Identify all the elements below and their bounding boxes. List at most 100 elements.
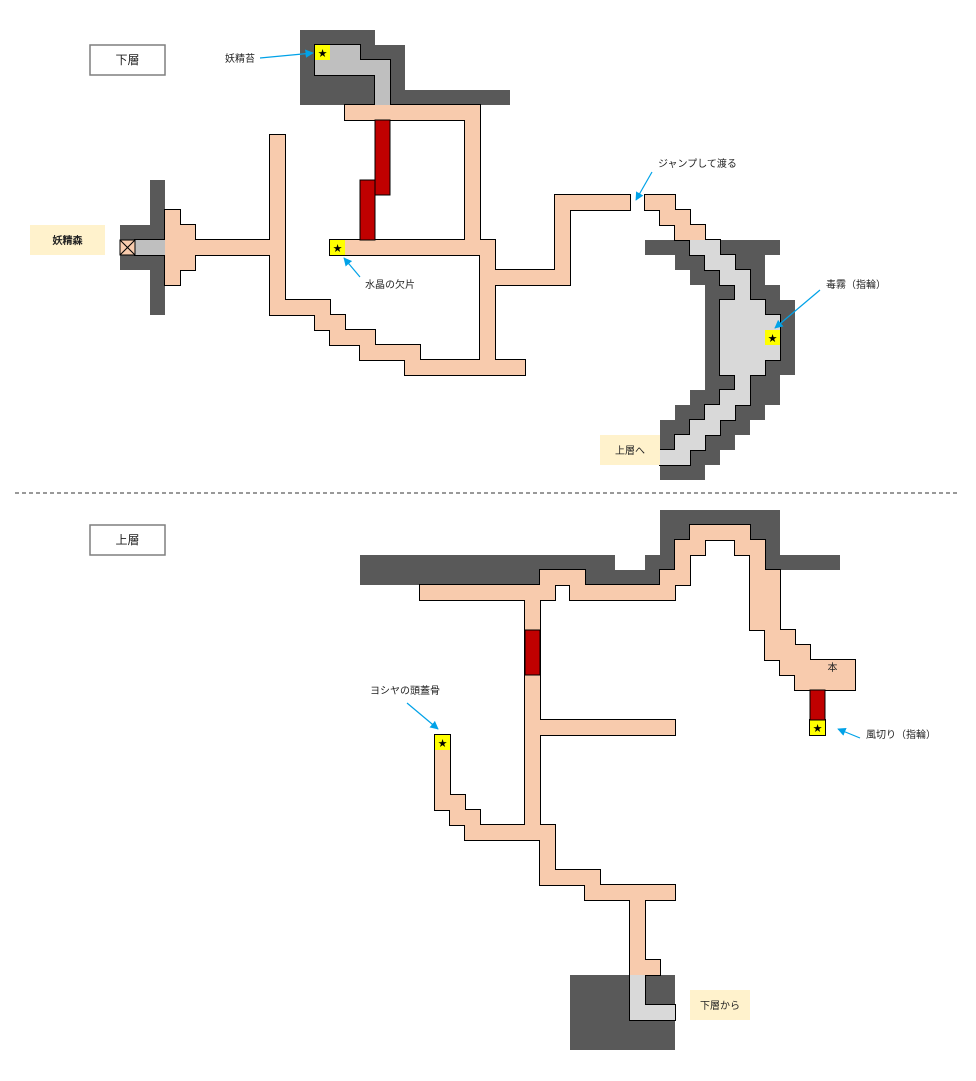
path-tile bbox=[555, 195, 630, 210]
path-tile bbox=[480, 240, 495, 375]
path-tile bbox=[315, 315, 345, 330]
path-tile bbox=[630, 900, 645, 975]
dark-floor-tile bbox=[690, 420, 720, 435]
path-tile bbox=[330, 240, 495, 255]
arrow-icon bbox=[635, 171, 653, 201]
path-tile bbox=[540, 570, 585, 585]
dark-floor-tile bbox=[735, 285, 750, 300]
path-tile bbox=[795, 675, 855, 690]
floor-label-lower: 下層 bbox=[89, 44, 166, 76]
annotation-jump-across: ジャンプして渡る bbox=[658, 157, 737, 170]
path-tile bbox=[750, 555, 765, 570]
path-tile bbox=[270, 135, 285, 315]
path-tile bbox=[465, 810, 480, 840]
star-icon: ★ bbox=[768, 332, 778, 345]
place-fairy-forest-text: 妖精森 bbox=[53, 234, 84, 247]
dark-floor-tile bbox=[720, 360, 765, 375]
arrow-icon bbox=[774, 289, 821, 329]
hazard-tile bbox=[374, 119, 391, 196]
dark-floor-tile bbox=[705, 255, 735, 270]
place-from-lower: 下層から bbox=[690, 990, 750, 1020]
place-from-lower-text: 下層から bbox=[700, 1000, 740, 1012]
path-tile bbox=[570, 585, 675, 600]
path-tile bbox=[780, 660, 855, 675]
path-tile bbox=[765, 630, 795, 645]
arrow-icon bbox=[837, 727, 861, 739]
path-tile bbox=[495, 270, 570, 285]
annotation-poison-mist-ring: 毒霧（指輪） bbox=[826, 278, 886, 291]
wall-block bbox=[780, 555, 840, 570]
place-to-upper-text: 上層へ bbox=[615, 445, 645, 457]
item-tile bbox=[810, 720, 825, 735]
path-tile bbox=[735, 540, 765, 555]
path-tile bbox=[585, 885, 675, 900]
path-tile bbox=[555, 195, 570, 285]
wall-block bbox=[615, 570, 645, 585]
annotation-arrows bbox=[259, 49, 861, 739]
path-tile bbox=[675, 225, 705, 240]
wall-block bbox=[765, 525, 780, 570]
dark-floor-tile bbox=[720, 345, 780, 360]
path-tile bbox=[330, 330, 375, 345]
path-tile bbox=[765, 645, 810, 660]
floor-layer bbox=[135, 45, 855, 1020]
dark-floor-tile bbox=[720, 390, 750, 405]
path-tile bbox=[195, 240, 270, 255]
path-tile bbox=[660, 570, 675, 585]
annotation-fairy-moss: 妖精苔 bbox=[225, 52, 255, 65]
item-tile bbox=[315, 45, 330, 60]
wall-block bbox=[645, 555, 660, 585]
annotation-crystal-shard: 水晶の欠片 bbox=[365, 278, 415, 291]
path-tile bbox=[660, 210, 690, 225]
dark-floor-tile bbox=[645, 1005, 675, 1020]
star-icon: ★ bbox=[438, 737, 448, 750]
path-tile bbox=[345, 105, 480, 120]
hazard-tile bbox=[359, 179, 376, 241]
floor-label-upper-text: 上層 bbox=[115, 533, 139, 547]
path-tile bbox=[420, 585, 555, 600]
path-tile bbox=[750, 570, 780, 630]
path-tile bbox=[450, 795, 465, 825]
path-tile bbox=[180, 225, 195, 270]
path-tile bbox=[690, 525, 750, 540]
dark-floor-tile bbox=[735, 375, 750, 390]
wall-block bbox=[405, 90, 510, 105]
path-tile bbox=[645, 195, 675, 210]
path-tile bbox=[165, 210, 180, 285]
dark-floor-tile bbox=[375, 75, 390, 105]
annotation-yoshiya-skull: ヨシヤの頭蓋骨 bbox=[370, 685, 440, 697]
dark-floor-tile bbox=[690, 240, 720, 255]
path-tile bbox=[435, 750, 450, 810]
arrow-icon bbox=[343, 257, 361, 278]
item-tile bbox=[435, 735, 450, 750]
annotation-wind-cut-ring: 風切り（指輪） bbox=[866, 728, 936, 741]
dark-floor-tile bbox=[360, 60, 390, 75]
place-fairy-forest: 妖精森 bbox=[30, 225, 105, 255]
dark-floor-tile bbox=[660, 450, 690, 465]
star-icon: ★ bbox=[333, 242, 343, 255]
dark-floor-tile bbox=[720, 315, 780, 330]
path-tile bbox=[405, 360, 525, 375]
item-tile bbox=[765, 330, 780, 345]
path-tile bbox=[540, 720, 675, 735]
star-icon: ★ bbox=[318, 47, 328, 60]
dark-floor-tile bbox=[135, 240, 165, 255]
floor-label-upper: 上層 bbox=[89, 524, 166, 556]
book-marker: 本 bbox=[828, 661, 838, 674]
hazard-tile bbox=[809, 689, 826, 721]
dark-floor-tile bbox=[720, 270, 750, 285]
path-tile bbox=[360, 345, 420, 360]
path-tile bbox=[540, 825, 555, 885]
path-tile bbox=[555, 870, 600, 885]
path-tile bbox=[675, 540, 705, 555]
floor-label-lower-text: 下層 bbox=[115, 53, 139, 67]
dark-floor-tile bbox=[630, 975, 645, 1020]
item-tile bbox=[330, 240, 345, 255]
dark-floor-tile bbox=[675, 435, 705, 450]
arrow-icon bbox=[259, 49, 314, 59]
arrow-icon bbox=[406, 702, 439, 730]
place-to-upper: 上層へ bbox=[600, 435, 660, 465]
path-tile bbox=[465, 105, 480, 240]
star-icon: ★ bbox=[813, 722, 823, 735]
